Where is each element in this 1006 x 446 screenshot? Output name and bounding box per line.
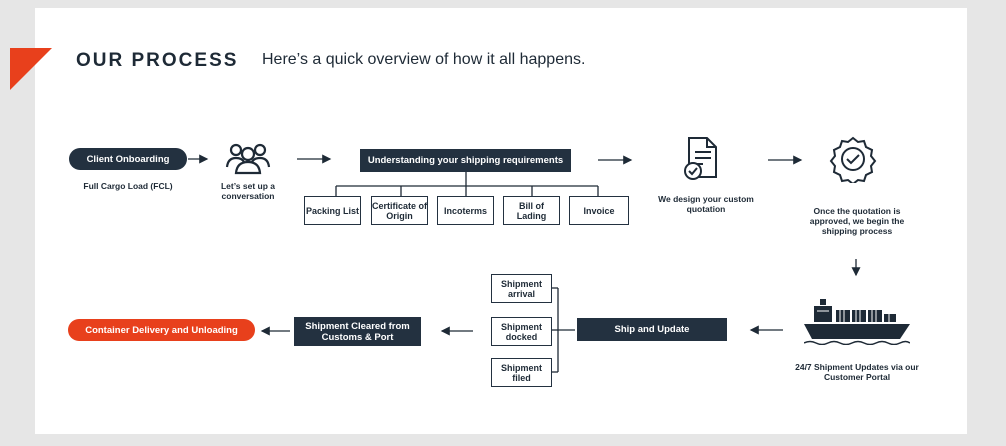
document-invoice: Invoice xyxy=(569,196,629,225)
cargo-ship-icon xyxy=(804,299,910,345)
client-onboarding-pill: Client Onboarding xyxy=(69,148,187,170)
cleared-customs-box: Shipment Cleared from Customs & Port xyxy=(294,317,421,346)
quotation-approved-label: Once the quotation is approved, we begin… xyxy=(809,206,905,236)
ship-and-update-box: Ship and Update xyxy=(577,318,727,341)
document-bill-of-lading: Bill of Lading xyxy=(503,196,560,225)
container-delivery-pill: Container Delivery and Unloading xyxy=(68,319,255,341)
design-quotation-label: We design your custom quotation xyxy=(658,194,754,214)
understanding-requirements-box: Understanding your shipping requirements xyxy=(360,149,571,172)
status-shipment-filed: Shipment filed xyxy=(491,358,552,387)
document-packing-list: Packing List xyxy=(304,196,361,225)
document-incoterms: Incoterms xyxy=(437,196,494,225)
page-title: OUR PROCESS xyxy=(76,50,239,71)
badge-check-icon xyxy=(829,136,877,183)
status-shipment-docked: Shipment docked xyxy=(491,317,552,346)
corner-accent xyxy=(10,48,52,90)
people-icon xyxy=(225,143,271,175)
document-check-icon xyxy=(684,137,717,180)
status-shipment-arrival: Shipment arrival xyxy=(491,274,552,303)
shipment-updates-label: 24/7 Shipment Updates via our Customer P… xyxy=(795,362,919,382)
document-certificate-of-origin: Certificate of Origin xyxy=(371,196,428,225)
lets-set-up-label: Let’s set up a conversation xyxy=(220,181,275,201)
full-cargo-load-label: Full Cargo Load (FCL) xyxy=(83,181,173,191)
page-subtitle: Here’s a quick overview of how it all ha… xyxy=(262,51,586,68)
